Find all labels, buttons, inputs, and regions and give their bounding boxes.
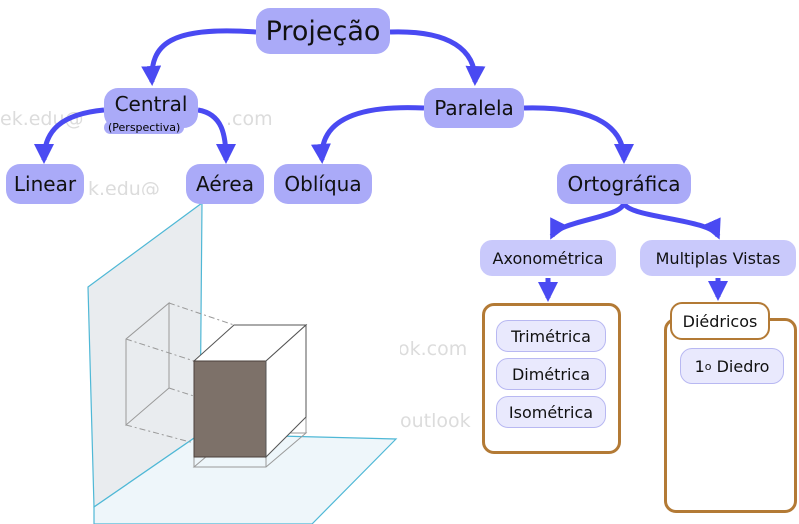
item-diedro-number: 1 (694, 356, 705, 376)
watermark-text: outlook (400, 410, 471, 432)
node-projecao: Projeção (256, 8, 390, 54)
arrow-ortografica-to-multiplas (621, 200, 721, 240)
watermark-text: k.edu@ (88, 178, 160, 200)
arrow-paralela-to-obliqua (310, 105, 425, 164)
node-linear: Linear (6, 164, 84, 204)
node-multiplas-vistas: Multiplas Vistas (640, 240, 796, 276)
node-diedricos: Diédricos (670, 302, 770, 340)
arrow-central-to-linear (34, 107, 105, 164)
arrow-paralela-to-ortografica (523, 105, 634, 164)
node-aerea: Aérea (186, 164, 264, 204)
node-paralela: Paralela (424, 88, 524, 128)
arrow-root-to-central (141, 28, 257, 86)
cube-front-face (193, 360, 267, 458)
projection-illustration (84, 195, 400, 524)
arrow-ortografica-to-axonometrica (549, 201, 627, 240)
item-isometrica: Isométrica (496, 396, 606, 428)
cube-side-face (265, 323, 307, 459)
item-diedro-ordinal: o (704, 359, 712, 373)
arrow-root-to-paralela (389, 29, 486, 86)
horizontal-projection-plane (93, 433, 398, 524)
node-ortografica: Ortográfica (557, 164, 691, 204)
node-obliqua: Oblíqua (274, 164, 372, 204)
item-diedro-label: Diedro (716, 356, 770, 376)
arrow-central-to-aerea (197, 107, 236, 164)
node-central-sublabel: (Perspectiva) (104, 121, 185, 134)
node-axonometrica: Axonométrica (480, 240, 616, 276)
watermark-text: ok.com (398, 338, 468, 360)
item-dimetrica: Dimétrica (496, 358, 606, 390)
watermark-text: .com (226, 108, 273, 130)
item-trimetrica: Trimétrica (496, 320, 606, 352)
